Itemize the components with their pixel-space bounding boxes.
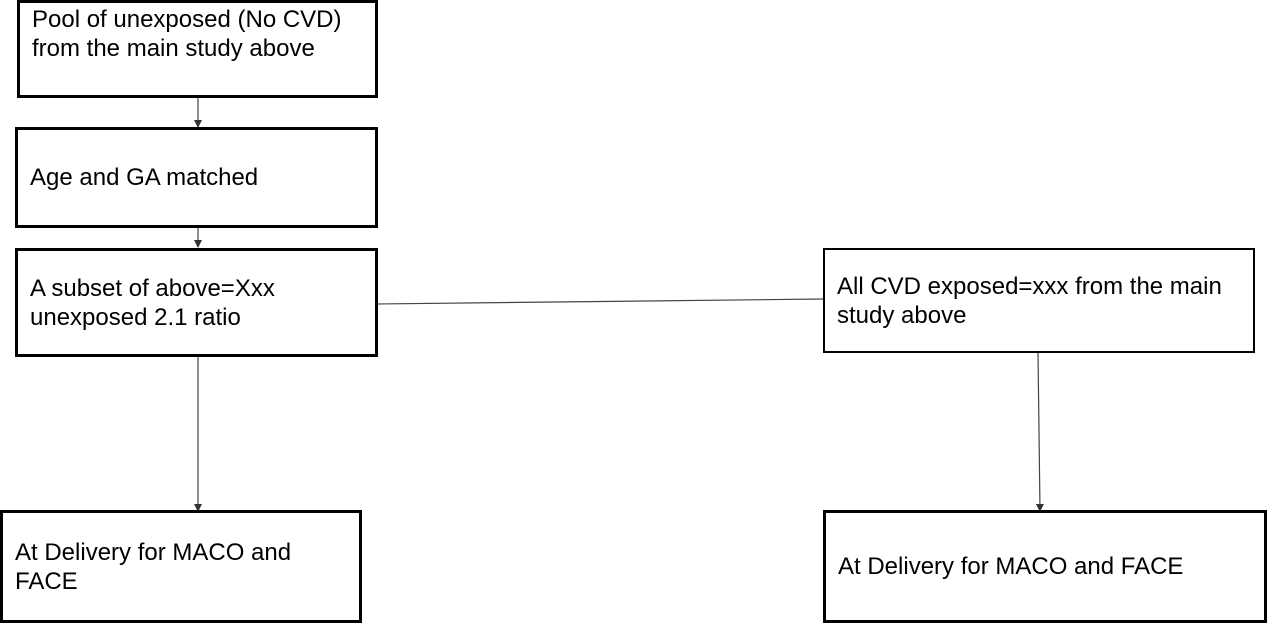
cvd-exposed-text: All CVD exposed=xxx from the main study … [837,272,1222,329]
delivery-right-text: At Delivery for MACO and FACE [838,553,1184,580]
delivery-right-box: At Delivery for MACO and FACE [823,510,1267,623]
cvd-exposed-box: All CVD exposed=xxx from the main study … [823,248,1255,353]
delivery-left-text: At Delivery for MACO and FACE [15,538,292,595]
arrow-exposed-to-delivery-right [1035,351,1044,512]
delivery-left-box: At Delivery for MACO and FACE [0,510,362,623]
unexposed-subset-box: A subset of above=Xxx unexposed 2.1 rati… [15,248,378,357]
unexposed-subset-text: A subset of above=Xxx unexposed 2.1 rati… [30,274,275,331]
link-subset-to-exposed [376,298,825,305]
age-ga-matched-box: Age and GA matched [15,127,378,228]
pool-unexposed-text: Pool of unexposed (No CVD) from the main… [32,6,342,62]
pool-unexposed-box: Pool of unexposed (No CVD) from the main… [17,0,378,98]
age-ga-matched-text: Age and GA matched [30,164,259,191]
